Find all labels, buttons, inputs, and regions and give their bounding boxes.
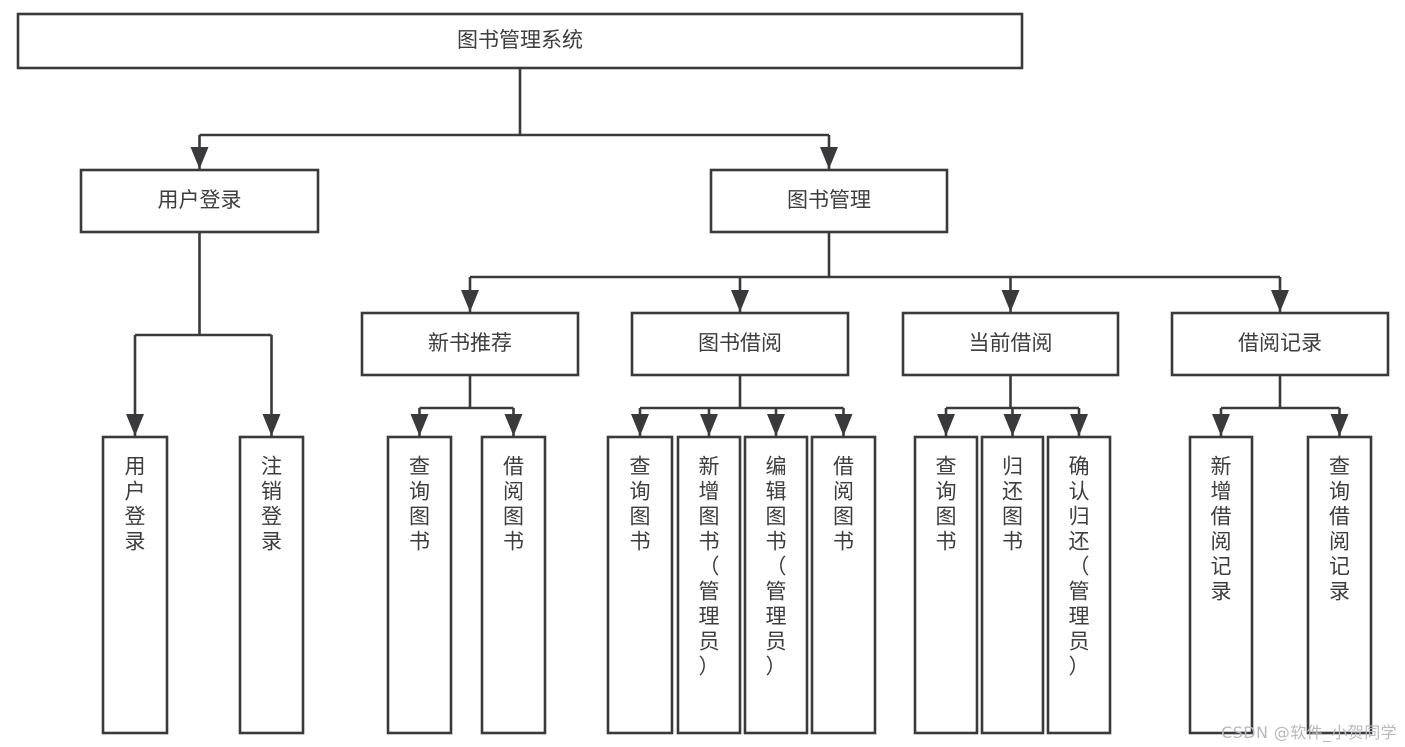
csdn-watermark: CSDN @软件_小贺同学 [1221,723,1397,742]
node-new-book-rec[interactable]: 新书推荐 [360,311,580,377]
node-leaf-query-book-1-label: 查询图书 [409,455,430,554]
node-leaf-user-login-label: 用户登录 [125,455,146,554]
node-current-borrow[interactable]: 当前借阅 [901,311,1120,377]
node-leaf-add-book[interactable]: 新增图书（管理员） [676,435,742,735]
book-borrow-branch-arrow-icon-2 [767,414,785,436]
user-login-branch-arrow-icon-0 [126,414,144,436]
book-manage-branch-arrow-icon-1 [731,290,749,312]
book-manage-branch-arrow-icon-0 [461,290,479,312]
node-leaf-add-record-label: 新增借阅记录 [1211,455,1232,604]
node-book-borrow[interactable]: 图书借阅 [630,311,850,377]
current-borrow-branch-arrow-icon-1 [1003,414,1022,436]
node-root-label: 图书管理系统 [457,28,583,52]
user-login-branch-arrow-icon-1 [262,414,281,436]
book-manage-branch-arrow-icon-2 [1001,290,1020,312]
new-book-rec-branch-arrow-icon-0 [410,414,429,436]
node-book-manage-label: 图书管理 [787,188,871,212]
node-leaf-query-book-3[interactable]: 查询图书 [913,435,979,735]
node-leaf-add-book-label: 新增图书（管理员） [699,455,720,679]
root-branch-arrow-icon-0 [190,147,209,169]
node-leaf-borrow-book-1-label: 借阅图书 [503,455,524,554]
node-root[interactable]: 图书管理系统 [16,12,1024,70]
node-borrow-record[interactable]: 借阅记录 [1170,311,1390,377]
node-leaf-query-record[interactable]: 查询借阅记录 [1306,435,1373,735]
current-borrow-branch-arrow-icon-0 [937,414,955,436]
node-leaf-borrow-book-1[interactable]: 借阅图书 [480,435,547,735]
root-branch-arrow-icon-1 [820,147,838,169]
node-leaf-return-book-label: 归还图书 [1002,455,1023,554]
node-leaf-user-login[interactable]: 用户登录 [101,435,169,735]
node-leaf-edit-book[interactable]: 编辑图书（管理员） [743,435,809,735]
borrow-record-branch-arrow-icon-1 [1330,414,1349,436]
node-book-borrow-label: 图书借阅 [698,331,782,355]
nodes-layer: 图书管理系统用户登录图书管理新书推荐图书借阅当前借阅借阅记录用户登录注销登录查询… [16,12,1390,735]
book-manage-branch-arrow-icon-3 [1271,290,1289,312]
book-borrow-branch-arrow-icon-0 [631,414,649,436]
node-leaf-borrow-book-2[interactable]: 借阅图书 [810,435,877,735]
node-leaf-query-book-3-label: 查询图书 [936,455,957,554]
node-leaf-edit-book-label: 编辑图书（管理员） [766,455,787,679]
node-leaf-query-record-label: 查询借阅记录 [1329,455,1350,604]
node-borrow-record-label: 借阅记录 [1238,331,1322,355]
node-user-login-label: 用户登录 [158,188,242,212]
node-leaf-user-logout-label: 注销登录 [261,455,282,554]
node-leaf-query-book-2[interactable]: 查询图书 [606,435,674,735]
node-leaf-add-record[interactable]: 新增借阅记录 [1188,435,1254,735]
node-leaf-return-book[interactable]: 归还图书 [980,435,1045,735]
node-leaf-confirm-return[interactable]: 确认归还（管理员） [1046,435,1112,735]
node-book-manage[interactable]: 图书管理 [709,168,949,234]
node-leaf-query-book-2-label: 查询图书 [630,455,651,554]
book-borrow-branch-arrow-icon-1 [700,414,718,436]
node-current-borrow-label: 当前借阅 [969,331,1053,355]
node-leaf-user-logout[interactable]: 注销登录 [238,435,305,735]
node-leaf-borrow-book-2-label: 借阅图书 [833,455,854,554]
node-leaf-confirm-return-label: 确认归还（管理员） [1069,455,1090,679]
new-book-rec-branch-arrow-icon-1 [504,414,523,436]
borrow-record-branch-arrow-icon-0 [1212,414,1230,436]
node-new-book-rec-label: 新书推荐 [428,331,512,355]
node-leaf-query-book-1[interactable]: 查询图书 [386,435,453,735]
node-user-login[interactable]: 用户登录 [79,168,320,234]
current-borrow-branch-arrow-icon-2 [1070,414,1088,436]
book-borrow-branch-arrow-icon-3 [834,414,853,436]
connectors-layer [126,68,1349,436]
